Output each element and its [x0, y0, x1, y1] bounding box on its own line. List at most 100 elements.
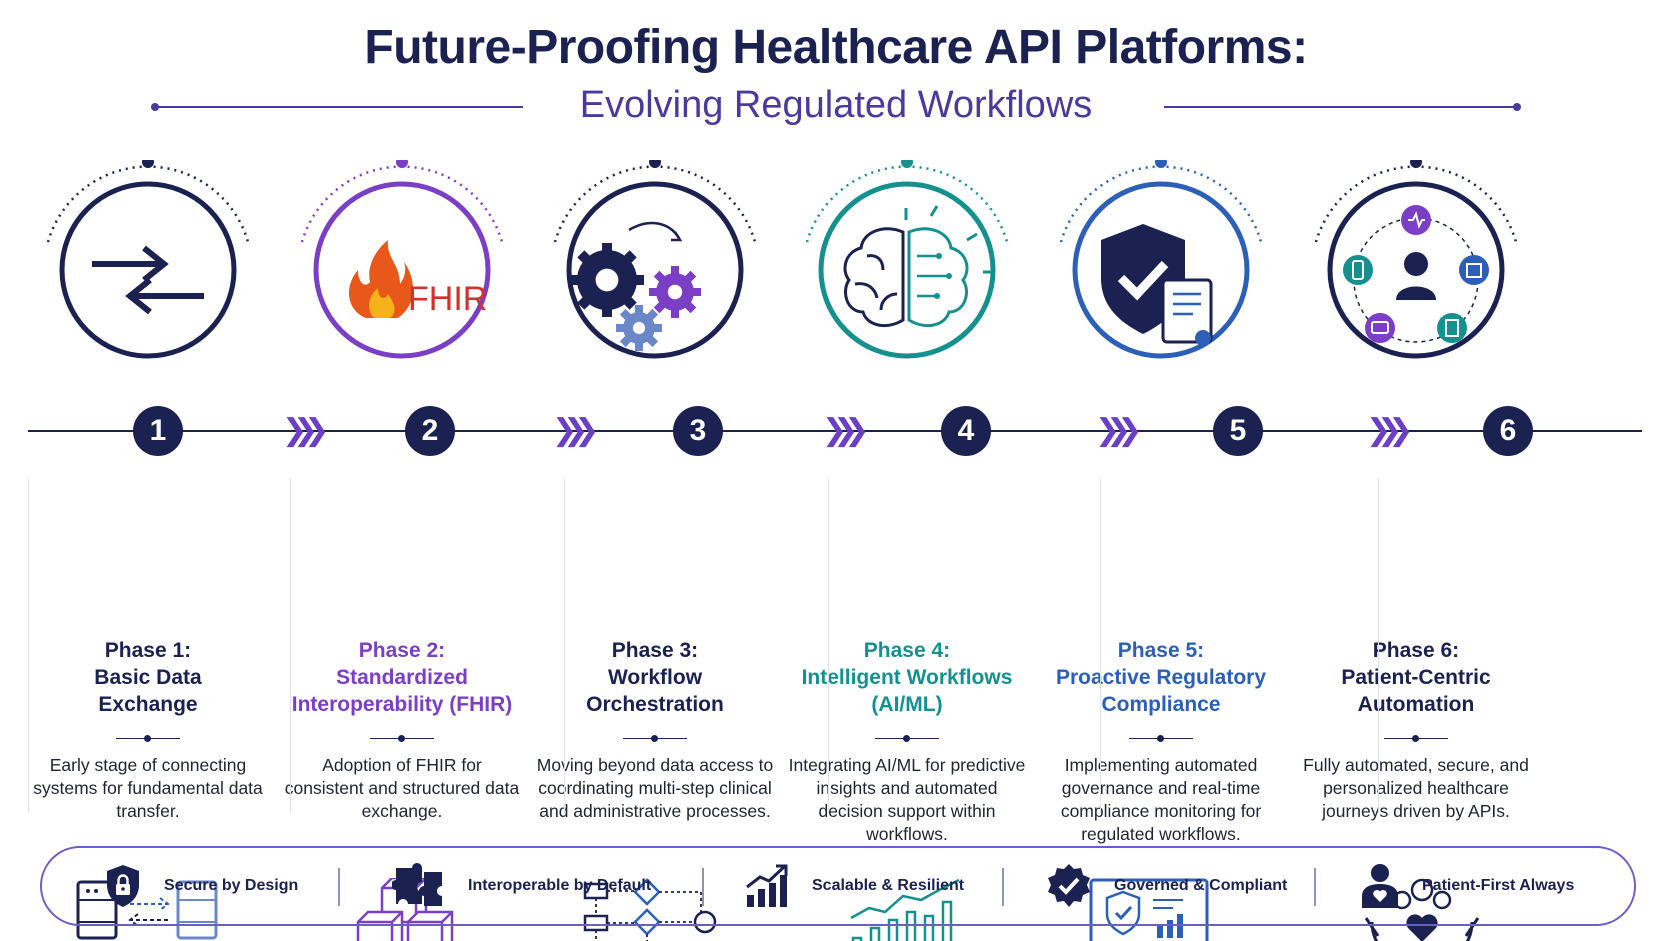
flowchart-icon — [583, 878, 717, 941]
chevron-right-icon: ❯❯❯ — [822, 414, 870, 447]
phase-description: Early stage of connecting systems for fu… — [33, 755, 263, 821]
column-divider — [1100, 478, 1101, 813]
phase-name-line: Proactive Regulatory — [1055, 666, 1267, 689]
phase-description: Implementing automated governance and re… — [1060, 755, 1262, 844]
chevron-right-icon: ❯❯❯ — [552, 414, 600, 447]
phase-description: Fully automated, secure, and personalize… — [1303, 755, 1529, 821]
phase-title: Phase 2: Standardized Interoperability (… — [266, 637, 538, 718]
footer-item-interoperable: Interoperable by Default — [392, 848, 651, 924]
bar-growth-icon — [746, 864, 788, 907]
fhir-flame-logo: FHIR — [348, 240, 487, 318]
phase-separator — [370, 735, 434, 742]
timeline-line — [28, 430, 1642, 432]
footer-separator — [702, 868, 704, 906]
phase-column: Phase 6: Patient-Centric Automation Full… — [1280, 160, 1552, 941]
brain-circuit-icon — [843, 205, 993, 328]
footer-label: Secure by Design — [164, 877, 299, 894]
phase-title: Phase 4: Intelligent Workflows (AI/ML) — [771, 637, 1043, 718]
phase-number-badge: 6 — [1483, 406, 1533, 456]
phase-name-line: Compliance — [1101, 693, 1221, 716]
footer-label: Scalable & Resilient — [812, 877, 965, 894]
phase-column: Phase 4: Intelligent Workflows (AI/ML) I… — [771, 160, 1043, 941]
column-divider — [828, 478, 829, 813]
phase-separator — [1384, 735, 1448, 742]
phase-description: Adoption of FHIR for consistent and stru… — [284, 755, 520, 821]
footer-item-patient-first: Patient-First Always — [1360, 848, 1574, 924]
footer-item-scalable: Scalable & Resilient — [744, 848, 964, 924]
chevron-right-icon: ❯❯❯ — [1366, 414, 1414, 447]
phase-name-line: Workflow — [607, 666, 703, 689]
phase-label: Phase 4: — [863, 639, 951, 662]
column-divider — [1378, 478, 1379, 813]
phase-number-badge: 4 — [941, 406, 991, 456]
principles-bar: Secure by Design Interoperable by Defaul… — [40, 846, 1636, 926]
page-title: Future-Proofing Healthcare API Platforms… — [364, 21, 1308, 74]
phase-separator — [623, 735, 687, 742]
shield-check-certificate-icon — [1101, 224, 1213, 346]
phase-label: Phase 6: — [1372, 639, 1460, 662]
shield-lock-icon — [107, 865, 139, 907]
footer-label: Interoperable by Default — [468, 877, 652, 894]
footer-label: Patient-First Always — [1422, 877, 1575, 894]
chevron-right-icon: ❯❯❯ — [282, 414, 330, 447]
phase-number-badge: 2 — [405, 406, 455, 456]
phase-name-line: (AI/ML) — [871, 693, 943, 716]
column-divider — [28, 478, 29, 813]
phase-column: FHIR Phase 2: Standardized Interoperabil… — [266, 160, 538, 941]
phase-name-line: Patient-Centric — [1341, 666, 1491, 689]
footer-separator — [338, 868, 340, 906]
subtitle-line-right — [1164, 103, 1521, 111]
phase-number-badge: 1 — [133, 406, 183, 456]
gears-icon — [570, 221, 701, 351]
exchange-arrows-icon — [92, 245, 204, 315]
footer-item-secure: Secure by Design — [104, 848, 298, 924]
subtitle-line-left — [151, 103, 523, 111]
phase-separator — [875, 735, 939, 742]
phase-number-badge: 5 — [1213, 406, 1263, 456]
phase-label: Phase 3: — [611, 639, 699, 662]
badge-check-icon — [1048, 864, 1090, 907]
phase-label: Phase 5: — [1117, 639, 1205, 662]
phase-circle: FHIR — [266, 160, 538, 400]
phase-description: Moving beyond data access to coordinatin… — [536, 755, 774, 821]
phase-name-line: Standardized — [336, 666, 468, 689]
phase-name-line: Automation — [1357, 693, 1475, 716]
phase-circle — [12, 160, 284, 400]
person-heart-icon — [1362, 864, 1398, 908]
chevron-right-icon: ❯❯❯ — [1095, 414, 1143, 447]
phase-circle — [771, 160, 1043, 400]
patient-network-icon — [1343, 205, 1489, 343]
footer-label: Governed & Compliant — [1114, 877, 1288, 894]
footer-separator — [1002, 868, 1004, 906]
phase-label: Phase 2: — [358, 639, 446, 662]
phase-separator — [116, 735, 180, 742]
phase-column: Phase 1: Basic Data Exchange Early stage… — [12, 160, 284, 940]
phase-name-line: Basic Data — [94, 666, 202, 689]
footer-item-governed: Governed & Compliant — [1046, 848, 1287, 924]
phase-name-line: Orchestration — [586, 693, 724, 716]
phase-separator — [1129, 735, 1193, 742]
server-transfer-icon — [76, 880, 218, 940]
phase-column: Phase 5: Proactive Regulatory Compliance… — [1025, 160, 1297, 941]
phase-name-line: Interoperability (FHIR) — [291, 693, 513, 716]
phase-name-line: Exchange — [98, 693, 198, 716]
phase-circle — [519, 160, 791, 400]
page-subtitle: Evolving Regulated Workflows — [579, 84, 1093, 126]
phase-description: Integrating AI/ML for predictive insight… — [788, 755, 1026, 844]
phase-number-badge: 3 — [673, 406, 723, 456]
puzzle-icon — [392, 863, 442, 906]
phase-column: Phase 3: Workflow Orchestration Moving b… — [519, 160, 791, 941]
phase-name-line: Intelligent Workflows — [801, 666, 1013, 689]
phase-title: Phase 3: Workflow Orchestration — [519, 637, 791, 718]
phase-title: Phase 5: Proactive Regulatory Compliance — [1025, 637, 1297, 718]
footer-separator — [1314, 868, 1316, 906]
phase-circle — [1280, 160, 1552, 400]
growth-chart-icon — [850, 878, 960, 941]
fhir-logo-text: FHIR — [408, 280, 487, 318]
column-divider — [564, 478, 565, 813]
column-divider — [290, 478, 291, 813]
phase-label: Phase 1: — [104, 639, 192, 662]
phase-title: Phase 1: Basic Data Exchange — [12, 637, 284, 718]
phase-circle — [1025, 160, 1297, 400]
monitor-dashboard-icon — [1089, 878, 1209, 941]
